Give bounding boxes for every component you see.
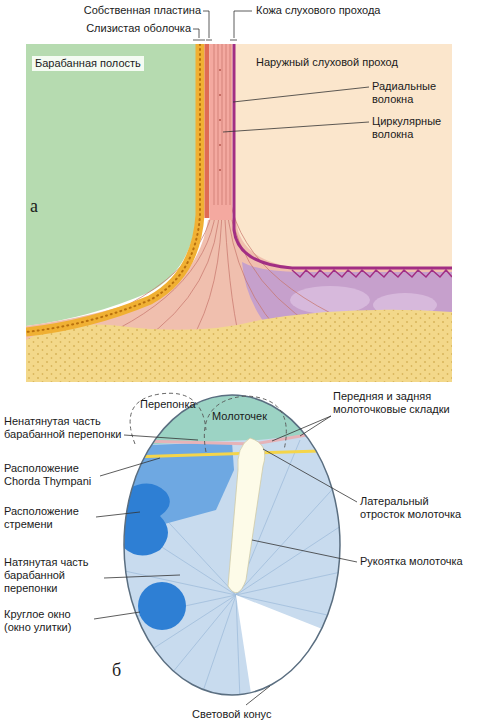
skin-papillae [292, 270, 452, 277]
ear-canal [230, 44, 452, 344]
part-label: Световой конус [192, 708, 272, 721]
part-label: Молоточек [212, 410, 267, 423]
part-label: Кожа слухового прохода [256, 4, 381, 17]
pars-flaccida [120, 390, 350, 446]
part-label: Слизистая оболочка [60, 22, 191, 35]
panel-letter: б [112, 660, 121, 680]
canal-skin [234, 44, 452, 268]
part-label: Передняя и задняя молоточковые складки [333, 390, 483, 416]
part-label: Латеральный отросток молоточка [360, 495, 470, 521]
part-label: Натянутая часть барабанной перепонки [4, 556, 112, 595]
round-window [138, 582, 186, 630]
malleus-outline [204, 396, 286, 452]
part-label: Расположение Chorda Thympani [4, 462, 114, 488]
malleus-handle [228, 438, 265, 593]
region-label: Наружный слуховой проход [256, 56, 398, 69]
part-label: Расположение стремени [4, 505, 99, 531]
part-label: Рукоятка молоточка [360, 555, 470, 568]
leader-lines-b [94, 416, 357, 705]
panel-letter: а [30, 196, 38, 216]
part-label: Ненатянутая часть барабанной перепонки [4, 415, 126, 441]
part-label: Собственная пластина [60, 4, 201, 17]
eardrum [120, 390, 350, 700]
mucosa-cells [26, 44, 200, 332]
circular-fibers [219, 69, 221, 171]
section-a [26, 44, 452, 382]
part-label: Циркулярные волокна [372, 115, 452, 141]
gland [290, 286, 370, 314]
lamina-propria [205, 44, 210, 218]
region-label: Барабанная полость [32, 56, 144, 71]
mucosa [26, 44, 200, 332]
light-cone [236, 595, 350, 700]
malleal-folds [140, 431, 330, 444]
pars-tensa [120, 390, 350, 700]
membrane-fibers [214, 44, 230, 205]
part-label: Радиальные волокна [372, 80, 452, 106]
eardrum-outline [124, 395, 340, 695]
part-label: Круглое окно (окно улитки) [4, 608, 96, 634]
part-label: Перепонка [140, 398, 196, 411]
chorda-tympani [130, 451, 320, 457]
leader-lines-a [193, 11, 369, 132]
